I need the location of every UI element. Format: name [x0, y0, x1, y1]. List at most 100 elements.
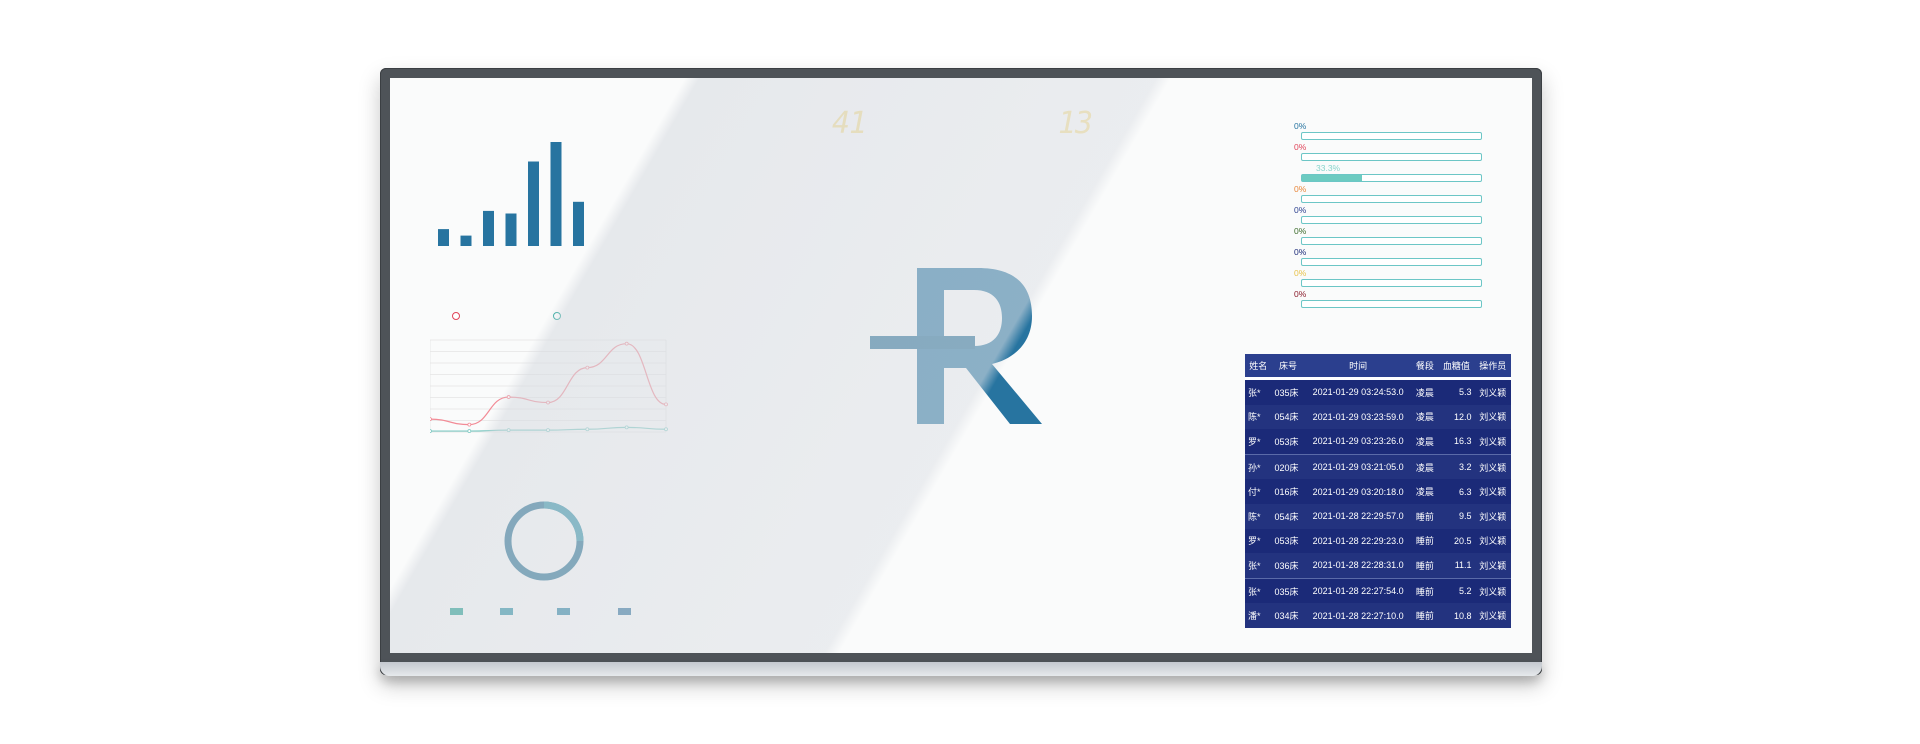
cell-name: 陈*: [1245, 503, 1272, 529]
cell-operator: 刘义颖: [1474, 603, 1511, 628]
cell-time: 2021-01-28 22:29:57.0: [1304, 503, 1412, 529]
cell-time: 2021-01-29 03:24:53.0: [1304, 378, 1412, 405]
cell-bed: 053床: [1271, 528, 1305, 554]
cell-meal: 凌晨: [1411, 429, 1439, 455]
cell-bed: 054床: [1271, 503, 1305, 529]
progress-item: 33.3%: [1294, 164, 1494, 185]
cell-time: 2021-01-29 03:21:05.0: [1304, 453, 1412, 480]
legend-swatch-1: [450, 608, 463, 615]
series-2-point-1: [430, 429, 432, 433]
bar-2: [460, 235, 472, 246]
cell-time: 2021-01-28 22:27:10.0: [1304, 603, 1412, 628]
series-line-1: [430, 343, 667, 426]
cell-time: 2021-01-29 03:20:18.0: [1304, 479, 1412, 504]
cell-meal: 凌晨: [1411, 378, 1439, 405]
cell-bed: 035床: [1271, 577, 1305, 604]
cell-glucose: 5.2: [1438, 577, 1475, 604]
cell-name: 张*: [1245, 553, 1272, 579]
col-header-glucose: 血糖值: [1438, 354, 1475, 380]
series-1-point-5: [585, 365, 590, 370]
progress-fill: [1302, 175, 1362, 181]
bar-1: [438, 229, 449, 246]
bar-3: [483, 210, 494, 246]
progress-track: [1301, 195, 1482, 203]
series-1-point-1: [430, 417, 432, 422]
table-header-row: 姓名 床号 时间 餐段 血糖值 操作员: [1245, 354, 1511, 380]
brand-logo: [870, 268, 1042, 424]
legend-swatch-2: [500, 608, 513, 615]
progress-label: 0%: [1294, 142, 1307, 152]
cell-glucose: 10.8: [1438, 603, 1475, 628]
cell-time: 2021-01-28 22:29:23.0: [1304, 528, 1412, 554]
cell-bed: 054床: [1271, 404, 1305, 430]
series-1-point-3: [506, 395, 511, 399]
cell-time: 2021-01-29 03:23:59.0: [1304, 404, 1412, 430]
cell-operator: 刘义颖: [1474, 404, 1511, 430]
dashboard-screen: 41 13 0%0%33.3%0%0%0%0%0%0% 姓名 床号 时间 餐段 …: [390, 78, 1532, 653]
cell-time: 2021-01-28 22:27:54.0: [1304, 577, 1412, 604]
cell-meal: 睡前: [1411, 603, 1439, 628]
cell-operator: 刘义颖: [1474, 528, 1511, 554]
series-1-point-7: [664, 402, 668, 407]
donut-chart: [504, 501, 584, 581]
bar-chart: [438, 142, 584, 246]
series-2-point-2: [467, 429, 472, 433]
progress-item: 0%: [1294, 290, 1494, 311]
cell-bed: 016床: [1271, 479, 1305, 504]
cell-operator: 刘义颖: [1474, 503, 1511, 529]
cell-operator: 刘义颖: [1474, 429, 1511, 455]
cell-meal: 凌晨: [1411, 479, 1439, 504]
glucose-record-table: 姓名 床号 时间 餐段 血糖值 操作员 张*035床 2021-01-29 03:…: [1245, 354, 1511, 628]
legend-marker-teal: [553, 312, 561, 320]
progress-label: 33.3%: [1316, 163, 1341, 173]
progress-label: 0%: [1294, 205, 1307, 215]
cell-name: 孙*: [1245, 453, 1272, 480]
cell-bed: 036床: [1271, 553, 1305, 579]
progress-track: [1301, 216, 1482, 224]
progress-track: [1301, 300, 1482, 308]
cell-bed: 053床: [1271, 429, 1305, 455]
cell-glucose: 20.5: [1438, 528, 1475, 554]
cell-glucose: 3.2: [1438, 453, 1475, 480]
legend-marker-red: [452, 312, 460, 320]
cell-name: 潘*: [1245, 603, 1272, 628]
progress-item: 0%: [1294, 185, 1494, 206]
cell-glucose: 12.0: [1438, 404, 1475, 430]
series-2-point-3: [506, 428, 511, 433]
progress-label: 0%: [1294, 121, 1307, 131]
cell-glucose: 11.1: [1438, 553, 1475, 579]
progress-label: 0%: [1294, 247, 1307, 257]
progress-item: 0%: [1294, 143, 1494, 164]
cell-meal: 凌晨: [1411, 404, 1439, 430]
cell-name: 罗*: [1245, 429, 1272, 455]
cell-name: 罗*: [1245, 528, 1272, 554]
progress-item: 0%: [1294, 122, 1494, 143]
monitor-base: [380, 662, 1542, 676]
series-1-point-2: [467, 422, 472, 427]
progress-track: [1301, 279, 1482, 287]
col-header-operator: 操作员: [1474, 354, 1511, 380]
progress-list: 0%0%33.3%0%0%0%0%0%0%: [1294, 122, 1494, 311]
legend-swatch-4: [618, 608, 631, 615]
cell-name: 张*: [1245, 577, 1272, 604]
progress-item: 0%: [1294, 248, 1494, 269]
col-header-name: 姓名: [1245, 354, 1272, 380]
series-1-point-6: [624, 341, 629, 346]
cell-operator: 刘义颖: [1474, 553, 1511, 579]
cell-glucose: 6.3: [1438, 479, 1475, 504]
series-2-point-4: [546, 428, 550, 433]
cell-meal: 凌晨: [1411, 453, 1439, 480]
counter-left: 41: [832, 106, 867, 141]
counter-right: 13: [1058, 106, 1093, 141]
legend-swatch-3: [557, 608, 570, 615]
bar-5: [528, 161, 539, 246]
series-2-point-6: [624, 425, 629, 430]
cell-time: 2021-01-29 03:23:26.0: [1304, 429, 1412, 455]
col-header-time: 时间: [1304, 354, 1412, 380]
